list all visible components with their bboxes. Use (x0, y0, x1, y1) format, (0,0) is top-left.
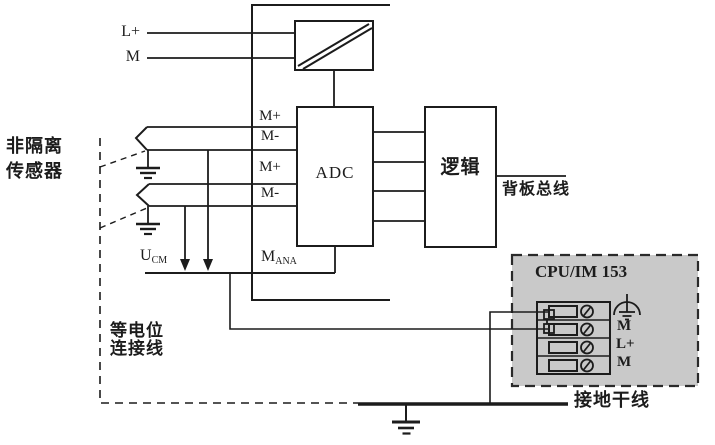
backplane-bus-label: 背板总线 (502, 181, 571, 198)
down-arrow-icon (203, 150, 213, 271)
terminal-4-label: M (617, 354, 632, 370)
adc-box (296, 106, 374, 247)
cpu-title: CPU/IM 153 (535, 262, 628, 281)
sensor-2-chevron (135, 183, 150, 207)
logic-box (424, 106, 497, 248)
pe-to-ground-wire (489, 311, 549, 404)
terminal-lug-2 (548, 323, 578, 336)
jumper-tab-1 (543, 309, 555, 320)
m-label: M (125, 48, 140, 65)
ucm-subscript: CM (151, 255, 168, 266)
ucm-label: UCM (140, 247, 168, 266)
mana-to-cpu-wire (229, 273, 549, 330)
earth-ground-icon (136, 150, 160, 180)
equipotential-tap-2 (99, 207, 148, 229)
cpu-terminal-block (536, 301, 611, 375)
terminal-lug-4 (548, 359, 578, 372)
protective-earth-icon (613, 294, 641, 321)
jumper-tab-2 (543, 323, 555, 334)
earth-ground-icon (392, 404, 420, 435)
terminal-2-label: M (617, 318, 632, 334)
l-plus-label: L+ (121, 23, 140, 40)
terminal-lug-3 (548, 341, 578, 354)
input-row-1-label: M+ (259, 108, 281, 124)
ucm-base: U (140, 247, 152, 264)
input-row-3-label: M+ (259, 159, 281, 175)
mana-label: MANA (261, 248, 297, 267)
sensor-label-line1: 非隔离 (6, 136, 63, 156)
adc-logic-links (373, 131, 425, 222)
earth-ground-icon (136, 206, 160, 236)
terminal-3-label: L+ (616, 336, 635, 352)
equipotential-label-line2: 连接线 (110, 339, 164, 358)
analog-module-outline (251, 4, 390, 301)
isolation-barrier-icon (294, 20, 374, 71)
adc-label: ADC (315, 163, 355, 182)
equipotential-tap-1 (99, 150, 146, 168)
input-row-4-label: M- (260, 185, 280, 201)
mana-subscript: ANA (275, 256, 297, 267)
sensor-1-chevron (134, 126, 148, 151)
mana-base: M (261, 248, 276, 265)
screw-terminal-icon (580, 304, 594, 373)
equipotential-label-line1: 等电位 (110, 321, 164, 340)
down-arrow-icon (180, 206, 190, 271)
terminal-lug-1 (548, 305, 578, 318)
ground-trunk-label: 接地干线 (574, 390, 650, 410)
equipotential-dashed-line (99, 138, 358, 404)
sensor-label-line2: 传感器 (6, 161, 63, 181)
input-wires (147, 126, 297, 207)
input-row-2-label: M- (260, 128, 280, 144)
logic-label: 逻辑 (440, 157, 481, 178)
